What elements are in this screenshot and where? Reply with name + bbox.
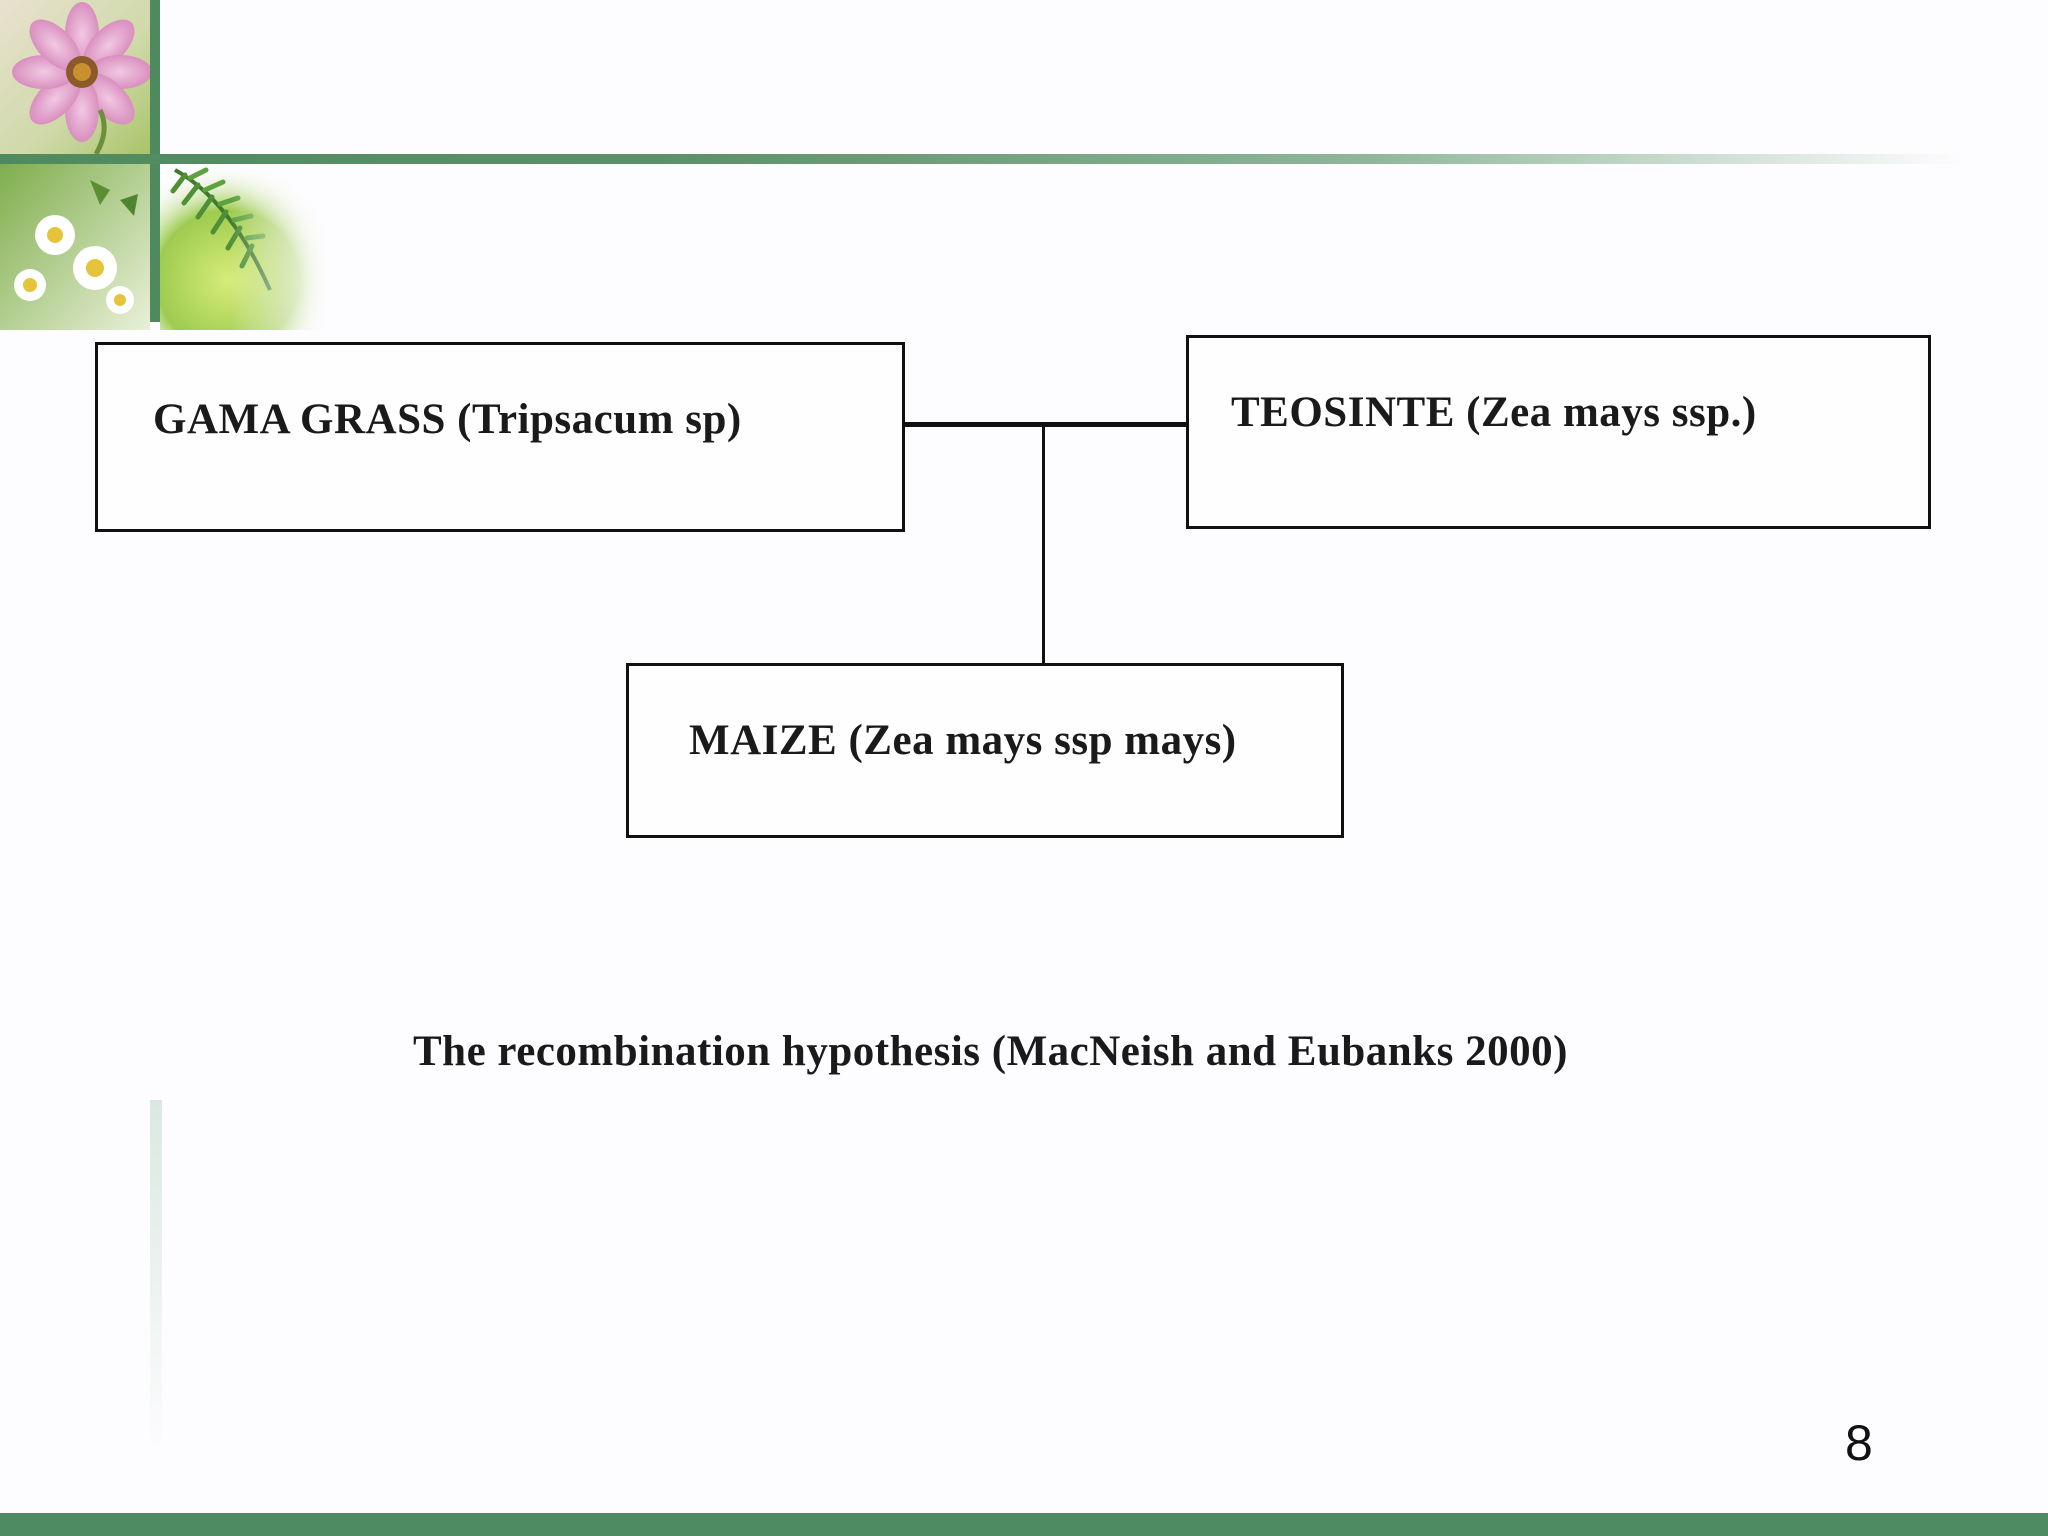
fern-leaf-icon <box>170 167 272 291</box>
bottom-band <box>0 1513 2048 1536</box>
maize-node: MAIZE (Zea mays ssp mays) <box>626 663 1344 838</box>
daisy-flowers-icon <box>14 180 138 314</box>
gama-grass-label: GAMA GRASS (Tripsacum sp) <box>153 396 742 443</box>
cosmos-flower-icon <box>12 2 152 156</box>
teosinte-node: TEOSINTE (Zea mays ssp.) <box>1186 335 1931 529</box>
side-rule <box>150 1100 162 1450</box>
maize-label: MAIZE (Zea mays ssp mays) <box>689 717 1237 764</box>
teosinte-label: TEOSINTE (Zea mays ssp.) <box>1231 389 1757 436</box>
page-number: 8 <box>1845 1415 1873 1471</box>
diagram-caption: The recombination hypothesis (MacNeish a… <box>413 1028 1568 1075</box>
corner-floral-art <box>0 0 330 330</box>
header-rule <box>0 154 1960 164</box>
descent-connector-line <box>1042 424 1045 672</box>
cross-connector-line <box>905 422 1187 427</box>
gama-grass-node: GAMA GRASS (Tripsacum sp) <box>95 342 905 532</box>
